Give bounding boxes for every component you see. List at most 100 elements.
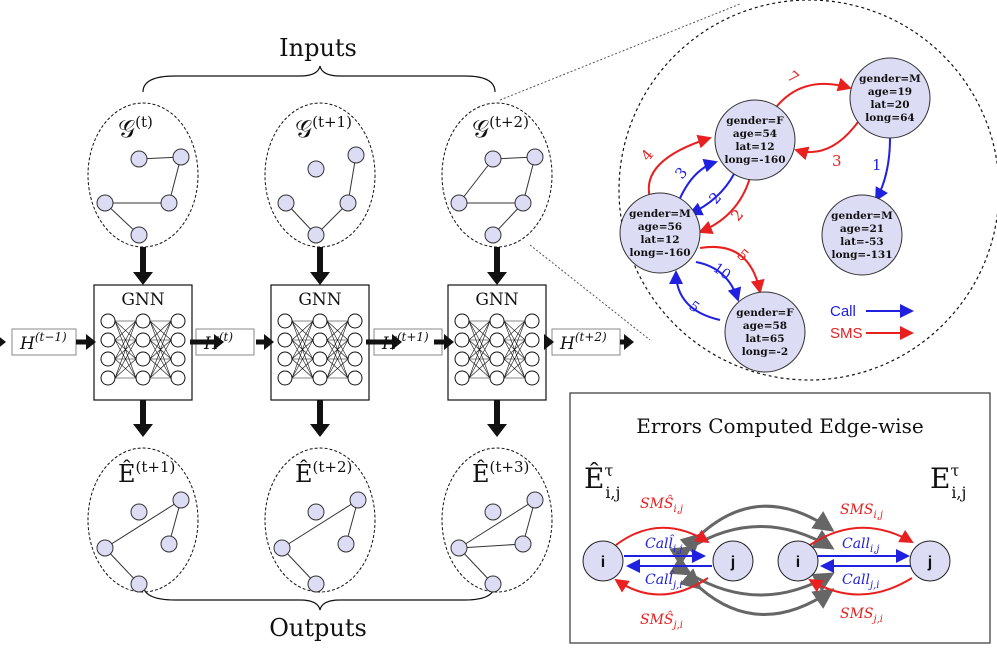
nn-neuron [277, 351, 293, 367]
nn-neuron [100, 332, 116, 348]
nn-neuron [312, 370, 328, 386]
true-sms-ji-label: SMSj,i [840, 606, 883, 625]
input-graph-node [514, 194, 532, 212]
sms-edge-3 [794, 121, 859, 161]
flow-arrowhead [214, 334, 224, 350]
flow-arrowhead [0, 337, 6, 347]
nn-neuron [135, 351, 151, 367]
gray-arrow-4 [679, 568, 835, 616]
input-graph-node [484, 150, 502, 168]
zoom-node [714, 99, 796, 181]
outputs-brace [142, 583, 496, 611]
zoom-node-attr: long=-160 [629, 247, 690, 259]
zoom-node-attr: long=-2 [742, 346, 788, 358]
output-graph-node [337, 535, 355, 553]
flow-arrowhead [392, 334, 402, 350]
true-node-j-label: j [927, 554, 932, 571]
sms-edge-5-label: 5 [733, 245, 752, 265]
true-node-j [909, 540, 951, 582]
call-edge-10-label: 10 [710, 260, 734, 283]
output-graph-edge [458, 543, 524, 549]
nn-neuron [277, 313, 293, 329]
nn-neuron [454, 351, 470, 367]
input-graph-node [339, 194, 357, 212]
output-graph-node [349, 491, 367, 509]
arrowhead [133, 272, 153, 285]
errors-title: Errors Computed Edge-wise [636, 414, 923, 438]
nn-neuron [135, 332, 151, 348]
true-node-i [777, 540, 819, 582]
zoom-node-attr: long=-160 [724, 154, 785, 166]
sms-edge-7-label: 7 [783, 67, 802, 87]
zoom-node-attr: long=64 [865, 112, 914, 124]
nn-neuron [454, 313, 470, 329]
nn-neuron [489, 332, 505, 348]
input-graph-node [160, 194, 178, 212]
nn-neuron [524, 351, 540, 367]
zoom-node-attr: lat=-53 [840, 236, 883, 248]
output-graphs: Ê(t+1)Ê(t+2)Ê(t+3) [87, 400, 553, 593]
zoom-nodes: gender=Fage=54lat=12long=-160gender=Mage… [619, 57, 931, 373]
input-graph-label: 𝒢(t) [118, 113, 153, 143]
sms-edge-3-label: 3 [832, 152, 842, 170]
input-graph-node [450, 194, 468, 212]
nn-neuron [312, 332, 328, 348]
pred-sms-ji-edge [614, 577, 709, 596]
zoom-node-attr: long=-131 [831, 249, 892, 261]
output-graph-node [484, 575, 502, 593]
output-graph-node [450, 539, 468, 557]
zoom-node-attr: lat=65 [745, 333, 784, 345]
output-graph-label: Ê(t+2) [295, 458, 352, 488]
pred-call-ij-label: Call̂i,j [645, 534, 683, 555]
zoom-node-attr: age=21 [840, 223, 884, 235]
output-graph-node [514, 535, 532, 553]
input-graph-node [307, 160, 325, 178]
arrowhead [310, 272, 330, 285]
sms-edge-2 [698, 169, 753, 234]
input-graph-edge [458, 158, 494, 204]
nn-neuron [489, 351, 505, 367]
output-graph-node [130, 575, 148, 593]
nn-neuron [312, 351, 328, 367]
nn-neuron [489, 370, 505, 386]
flow-arrowhead [544, 334, 554, 350]
call-edge-5 [669, 270, 721, 321]
nn-neuron [524, 332, 540, 348]
output-graph-oval-0 [87, 447, 199, 593]
output-graph-label: Ê(t+3) [472, 458, 529, 488]
input-graph-node [130, 150, 148, 168]
pred-node-i-label: i [601, 554, 605, 571]
flow-arrowhead [264, 334, 274, 350]
output-graph-edge [281, 499, 359, 549]
hidden-state-flow: H(t−1)H(t)H(t+1)H(t+2) [0, 328, 634, 356]
arrowhead [487, 424, 507, 437]
nn-neuron [312, 313, 328, 329]
output-graph-oval-1 [264, 447, 376, 593]
legend-sms-label: SMS [830, 325, 863, 342]
hidden-state-box [551, 328, 621, 356]
zoom-node-attr: age=58 [743, 320, 787, 332]
pred-sms-ji-label: SMŜj,i [640, 610, 683, 631]
hidden-state-label: H(t−1) [19, 330, 67, 354]
output-graph-edge [458, 499, 536, 549]
outputs-label: Outputs [269, 614, 367, 642]
gnn-label: GNN [298, 290, 341, 310]
zoom-panel: 7 3 1 4 3 2 2 5 10 5 gender=Fage=54lat=1… [499, 0, 997, 381]
input-graph-node [130, 226, 148, 244]
zoom-node [821, 194, 903, 276]
zoom-node-attr: gender=M [831, 210, 893, 222]
nn-neuron [277, 332, 293, 348]
input-graph-node [526, 148, 544, 166]
pred-sms-ij-label: SMŜi,j [640, 494, 683, 515]
call-edge-10 [695, 261, 742, 302]
sms-edge-4-label: 4 [637, 146, 657, 165]
nn-neuron [277, 370, 293, 386]
zoom-node [849, 57, 931, 139]
arrowhead [487, 272, 507, 285]
zoom-node [619, 192, 701, 274]
zoom-node-attr: gender=F [726, 115, 784, 127]
call-edge-2 [688, 173, 735, 216]
nn-neuron [135, 370, 151, 386]
